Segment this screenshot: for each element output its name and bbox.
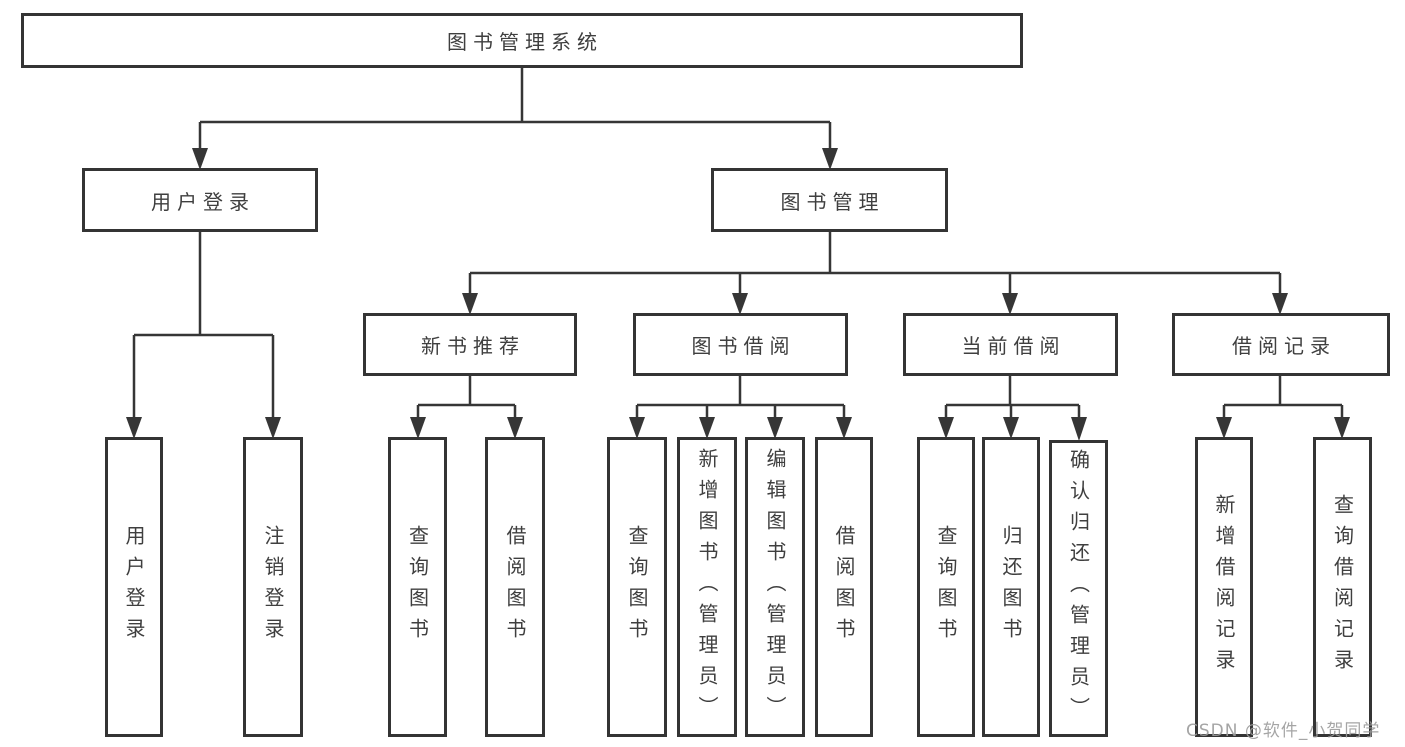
leaf-query-borrow-record: 查询借阅记录 bbox=[1313, 437, 1372, 737]
leaf-label: 查询借阅记录 bbox=[1330, 494, 1355, 680]
leaf-label: 用户登录 bbox=[122, 525, 146, 649]
node-label: 新书推荐 bbox=[421, 334, 525, 358]
node-current-borrowing: 当前借阅 bbox=[903, 313, 1118, 376]
leaf-add-borrow-record: 新增借阅记录 bbox=[1195, 437, 1253, 737]
node-book-management: 图书管理 bbox=[711, 168, 948, 232]
node-label: 图书借阅 bbox=[691, 334, 796, 358]
leaf-label: 新增借阅记录 bbox=[1212, 494, 1236, 680]
leaf-label: 借阅图书 bbox=[832, 525, 856, 649]
node-new-book-recommend: 新书推荐 bbox=[363, 313, 577, 376]
node-label: 用户登录 bbox=[151, 189, 255, 214]
leaf-edit-book-admin: 编辑图书（管理员） bbox=[745, 437, 805, 737]
leaf-user-login: 用户登录 bbox=[105, 437, 163, 737]
leaf-label: 查询图书 bbox=[625, 525, 649, 649]
leaf-query-books-current: 查询图书 bbox=[917, 437, 975, 737]
leaf-label: 查询图书 bbox=[405, 525, 430, 649]
leaf-label: 注销登录 bbox=[261, 525, 285, 649]
leaf-logout: 注销登录 bbox=[243, 437, 303, 737]
leaf-return-books: 归还图书 bbox=[982, 437, 1040, 737]
leaf-query-books-recommend: 查询图书 bbox=[388, 437, 447, 737]
node-label: 图书管理系统 bbox=[447, 30, 603, 54]
node-user-login: 用户登录 bbox=[82, 168, 318, 232]
leaf-query-books-borrowing: 查询图书 bbox=[607, 437, 667, 737]
leaf-label: 新增图书（管理员） bbox=[695, 447, 719, 727]
leaf-borrow-books-recommend: 借阅图书 bbox=[485, 437, 545, 737]
node-label: 图书管理 bbox=[780, 189, 885, 214]
leaf-label: 编辑图书（管理员） bbox=[763, 447, 787, 727]
leaf-label: 归还图书 bbox=[999, 525, 1023, 649]
leaf-borrow-books-borrowing: 借阅图书 bbox=[815, 437, 873, 737]
leaf-label: 查询图书 bbox=[934, 525, 958, 649]
leaf-label: 借阅图书 bbox=[503, 525, 527, 649]
csdn-watermark: CSDN @软件_小贺同学 bbox=[1186, 721, 1381, 741]
node-label: 借阅记录 bbox=[1232, 334, 1336, 358]
node-book-borrowing: 图书借阅 bbox=[633, 313, 848, 376]
node-label: 当前借阅 bbox=[961, 334, 1066, 358]
leaf-confirm-return-admin: 确认归还（管理员） bbox=[1049, 440, 1108, 737]
leaf-label: 确认归还（管理员） bbox=[1066, 449, 1091, 728]
leaf-add-book-admin: 新增图书（管理员） bbox=[677, 437, 737, 737]
node-library-system: 图书管理系统 bbox=[21, 13, 1023, 68]
node-borrowing-records: 借阅记录 bbox=[1172, 313, 1390, 376]
